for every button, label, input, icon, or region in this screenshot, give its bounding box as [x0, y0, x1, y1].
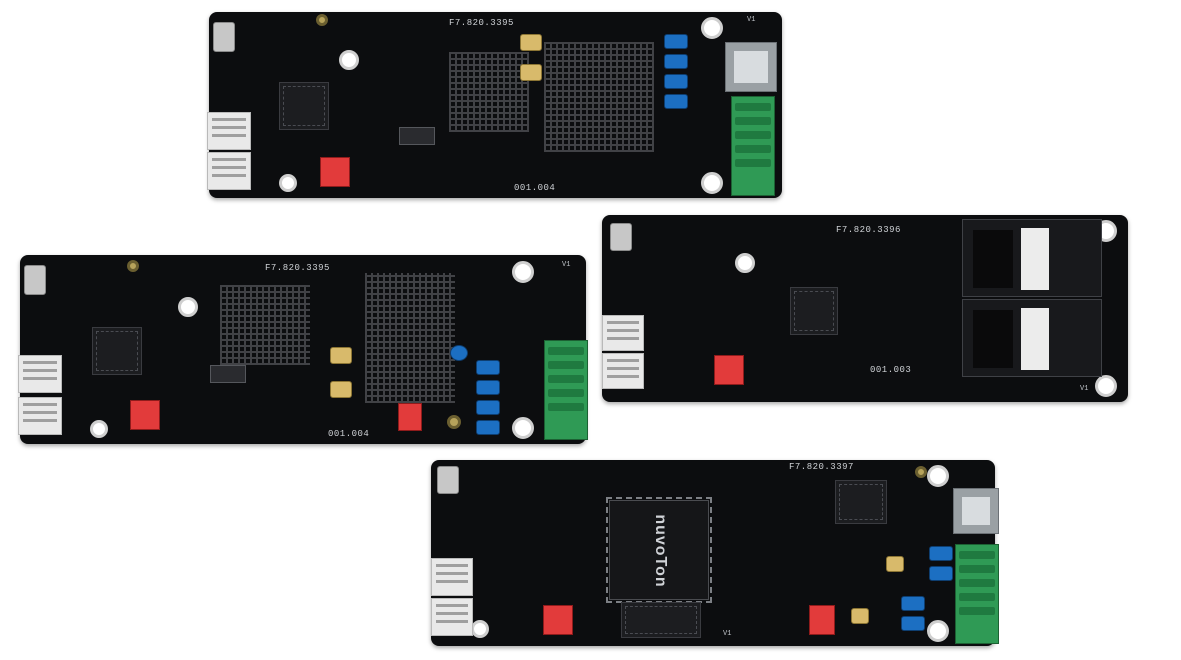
mounting-hole — [127, 260, 139, 272]
component-array — [544, 42, 654, 152]
connector-red — [543, 605, 573, 635]
part-number-label: F7.820.3397 — [789, 462, 854, 472]
pcb-board-bottom: F7.820.3397 V1 nuvoTon — [431, 460, 999, 646]
fiber-optic-module — [962, 219, 1102, 297]
revision-label: V1 — [562, 261, 571, 269]
terminal-block — [544, 340, 588, 440]
revision-label: V1 — [723, 630, 732, 638]
ic-chip — [399, 127, 435, 145]
terminal-block — [731, 96, 775, 196]
capacitor — [664, 54, 688, 69]
ic-chip — [210, 365, 246, 383]
connector-white — [207, 112, 251, 150]
connector-white — [18, 355, 62, 393]
terminal-block — [955, 544, 999, 644]
usb-port — [610, 223, 632, 251]
serial-label: 001.004 — [514, 183, 556, 193]
pcb-board-middle-left: F7.820.3395 001.004 V1 — [18, 255, 588, 444]
capacitor — [664, 34, 688, 49]
capacitor — [929, 566, 953, 581]
capacitor — [929, 546, 953, 561]
capacitor — [664, 74, 688, 89]
mounting-hole — [339, 50, 359, 70]
usb-port — [24, 265, 46, 295]
component-array — [220, 285, 310, 365]
chip-brand-label: nuvoTon — [652, 514, 669, 588]
mounting-hole — [701, 17, 723, 39]
part-number-label: F7.820.3396 — [836, 225, 901, 235]
revision-label: V1 — [747, 16, 756, 24]
connector-white — [431, 598, 473, 636]
connector-white — [602, 315, 644, 351]
capacitor — [901, 596, 925, 611]
pcb-board-top: F7.820.3395 001.004 V1 — [207, 12, 782, 198]
connector-white — [431, 558, 473, 596]
ethernet-port — [725, 42, 777, 92]
mounting-hole — [178, 297, 198, 317]
part-number-label: F7.820.3395 — [449, 18, 514, 28]
capacitor — [450, 345, 468, 361]
ic-chip — [835, 480, 887, 524]
connector-red — [809, 605, 835, 635]
usb-port — [437, 466, 459, 494]
microcontroller-chip — [790, 287, 838, 335]
connector-red — [398, 403, 422, 431]
mounting-hole — [316, 14, 328, 26]
fiber-optic-module — [962, 299, 1102, 377]
mounting-hole — [90, 420, 108, 438]
mounting-hole — [915, 466, 927, 478]
component-array — [449, 52, 529, 132]
mounting-hole — [279, 174, 297, 192]
mounting-hole — [1095, 375, 1117, 397]
relay-component — [330, 347, 352, 364]
mounting-hole — [512, 261, 534, 283]
revision-label: V1 — [1080, 385, 1089, 393]
connector-white — [18, 397, 62, 435]
serial-label: 001.003 — [870, 365, 912, 375]
connector-white — [207, 152, 251, 190]
microcontroller-chip — [92, 327, 142, 375]
pcb-board-middle-right: F7.820.3396 001.003 V1 — [602, 215, 1128, 402]
capacitor — [476, 360, 500, 375]
capacitor — [664, 94, 688, 109]
capacitor — [476, 420, 500, 435]
nuvoton-processor-chip: nuvoTon — [606, 497, 712, 603]
relay-component — [330, 381, 352, 398]
mounting-hole — [735, 253, 755, 273]
connector-red — [714, 355, 744, 385]
usb-port — [213, 22, 235, 52]
connector-white — [602, 353, 644, 389]
connector-red — [320, 157, 350, 187]
microcontroller-chip — [279, 82, 329, 130]
relay-component — [520, 64, 542, 81]
part-number-label: F7.820.3395 — [265, 263, 330, 273]
relay-component — [520, 34, 542, 51]
capacitor — [476, 400, 500, 415]
capacitor — [476, 380, 500, 395]
mounting-hole — [471, 620, 489, 638]
mounting-hole — [927, 620, 949, 642]
mounting-hole — [512, 417, 534, 439]
mounting-hole — [927, 465, 949, 487]
connector-red — [130, 400, 160, 430]
component-array — [365, 273, 455, 403]
mounting-hole — [447, 415, 461, 429]
ethernet-port — [953, 488, 999, 534]
relay-component — [886, 556, 904, 572]
serial-label: 001.004 — [328, 429, 370, 439]
memory-chip — [621, 602, 701, 638]
mounting-hole — [701, 172, 723, 194]
capacitor — [901, 616, 925, 631]
relay-component — [851, 608, 869, 624]
